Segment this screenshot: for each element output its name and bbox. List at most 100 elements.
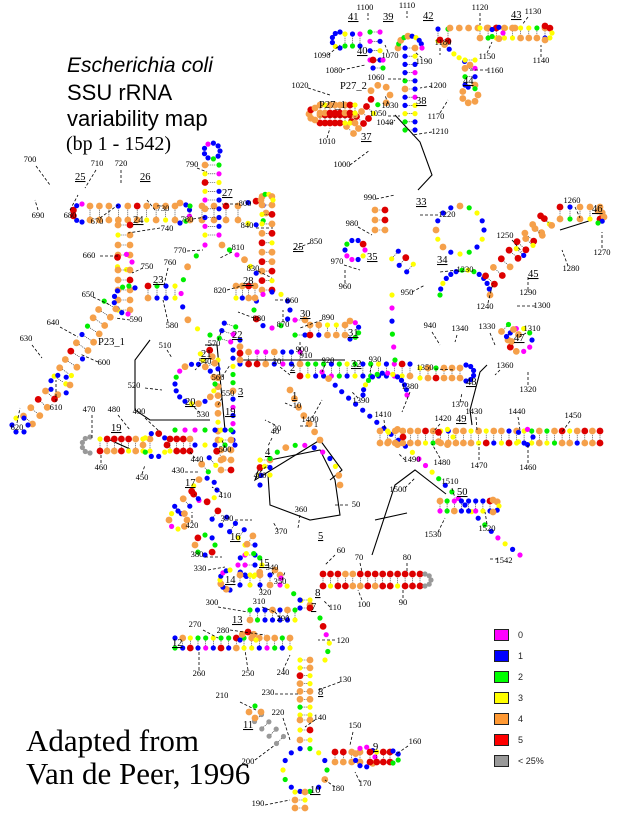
- nucleotide: [406, 439, 414, 447]
- legend-item: 4: [494, 708, 544, 729]
- nucleotide: [540, 215, 548, 223]
- nucleotide: [440, 364, 448, 372]
- nucleotide: [402, 45, 408, 51]
- nucleotide: [473, 498, 479, 504]
- position-label: 200: [242, 756, 255, 766]
- nucleotide: [179, 447, 187, 455]
- label-leader: [131, 267, 144, 274]
- nucleotide: [339, 748, 347, 756]
- nucleotide: [288, 361, 294, 367]
- position-label: 630: [20, 333, 33, 343]
- nucleotide: [224, 514, 230, 520]
- base-pair: [270, 730, 275, 735]
- nucleotide: [521, 348, 527, 354]
- nucleotide: [352, 750, 359, 757]
- nucleotide: [342, 247, 348, 253]
- nucleotide: [410, 261, 416, 267]
- nucleotide: [172, 503, 178, 509]
- nucleotide: [142, 449, 148, 455]
- nucleotide: [218, 635, 224, 641]
- nucleotide: [376, 361, 382, 367]
- position-label: 1130: [525, 6, 542, 16]
- nucleotide: [184, 316, 192, 324]
- helix-label: 47: [514, 333, 525, 344]
- nucleotide: [443, 275, 449, 281]
- base-pair: [495, 268, 501, 274]
- nucleotide: [173, 447, 181, 455]
- legend-label: 4: [518, 713, 524, 724]
- base-pair: [392, 252, 398, 258]
- nucleotide: [367, 87, 375, 95]
- position-label: 1050: [370, 108, 387, 118]
- legend-item: 5: [494, 729, 544, 750]
- nucleotide: [213, 447, 221, 455]
- nucleotide: [460, 427, 467, 435]
- nucleotide: [256, 464, 264, 471]
- nucleotide: [139, 441, 147, 449]
- nucleotide: [163, 295, 169, 301]
- nucleotide: [313, 373, 319, 379]
- label-leader: [489, 332, 496, 346]
- nucleotide: [230, 371, 236, 378]
- position-label: 1030: [382, 100, 399, 110]
- backbone-line: [469, 364, 488, 426]
- nucleotide: [114, 253, 121, 261]
- label-leader: [389, 119, 396, 125]
- nucleotide: [90, 338, 97, 346]
- nucleotide: [188, 401, 195, 407]
- position-label: 1490: [404, 454, 421, 464]
- nucleotide: [263, 634, 271, 642]
- nucleotide: [483, 428, 489, 434]
- nucleotide: [558, 439, 566, 447]
- nucleotide: [27, 404, 35, 412]
- nucleotide: [288, 784, 294, 790]
- position-label: 580: [166, 320, 179, 330]
- nucleotide: [459, 95, 467, 102]
- nucleotide: [296, 688, 304, 695]
- position-label: 1010: [319, 136, 336, 146]
- nucleotide: [473, 508, 479, 514]
- nucleotide: [428, 577, 434, 583]
- position-label: 800: [239, 198, 252, 208]
- nucleotide: [186, 435, 194, 443]
- nucleotide: [279, 645, 285, 651]
- nucleotide: [262, 191, 268, 197]
- nucleotide: [126, 296, 134, 304]
- label-leader: [359, 562, 363, 573]
- nucleotide: [163, 283, 169, 289]
- position-label: 980: [346, 218, 359, 228]
- backbone-line: [134, 339, 210, 421]
- label-leader: [341, 64, 366, 71]
- nucleotide: [184, 263, 192, 271]
- nucleotide: [336, 373, 342, 379]
- nucleotide: [105, 216, 113, 224]
- position-label: 490: [133, 406, 146, 416]
- nucleotide: [386, 570, 394, 578]
- nucleotide: [114, 288, 121, 294]
- nucleotide: [465, 267, 471, 273]
- nucleotide: [169, 510, 175, 517]
- nucleotide: [193, 253, 199, 259]
- nucleotide: [129, 259, 135, 265]
- nucleotide: [307, 704, 313, 710]
- nucleotide: [435, 438, 442, 446]
- helix-label: 24: [133, 215, 144, 226]
- nucleotide: [347, 120, 353, 126]
- nucleotide: [394, 441, 401, 448]
- nucleotide: [114, 266, 122, 274]
- nucleotide: [239, 295, 245, 301]
- nucleotide: [258, 248, 266, 256]
- nucleotide: [360, 392, 366, 398]
- nucleotide: [173, 374, 179, 380]
- nucleotide: [463, 362, 469, 368]
- nucleotide: [154, 283, 160, 289]
- nucleotide: [215, 153, 221, 159]
- nucleotide: [327, 583, 334, 589]
- nucleotide: [367, 413, 373, 419]
- position-label: 1110: [399, 0, 415, 10]
- nucleotide: [409, 582, 416, 590]
- nucleotide: [297, 746, 303, 752]
- nucleotide: [36, 412, 44, 419]
- label-leader: [144, 387, 163, 391]
- nucleotide: [472, 74, 478, 80]
